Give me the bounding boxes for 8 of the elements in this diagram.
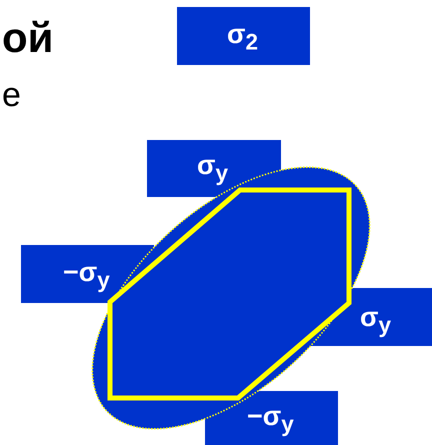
heading-text: ой	[2, 14, 54, 62]
stress-label: σ$_{y}$	[360, 302, 391, 338]
stress-label: σ$_{2}$	[227, 19, 258, 56]
heading-text: е	[2, 76, 21, 115]
stress-label: σ$_{y}$	[197, 150, 228, 186]
label-box	[177, 7, 310, 65]
stress-label: −σ$_{y}$	[247, 401, 294, 438]
stress-label: −σ$_{y}$	[63, 257, 110, 294]
